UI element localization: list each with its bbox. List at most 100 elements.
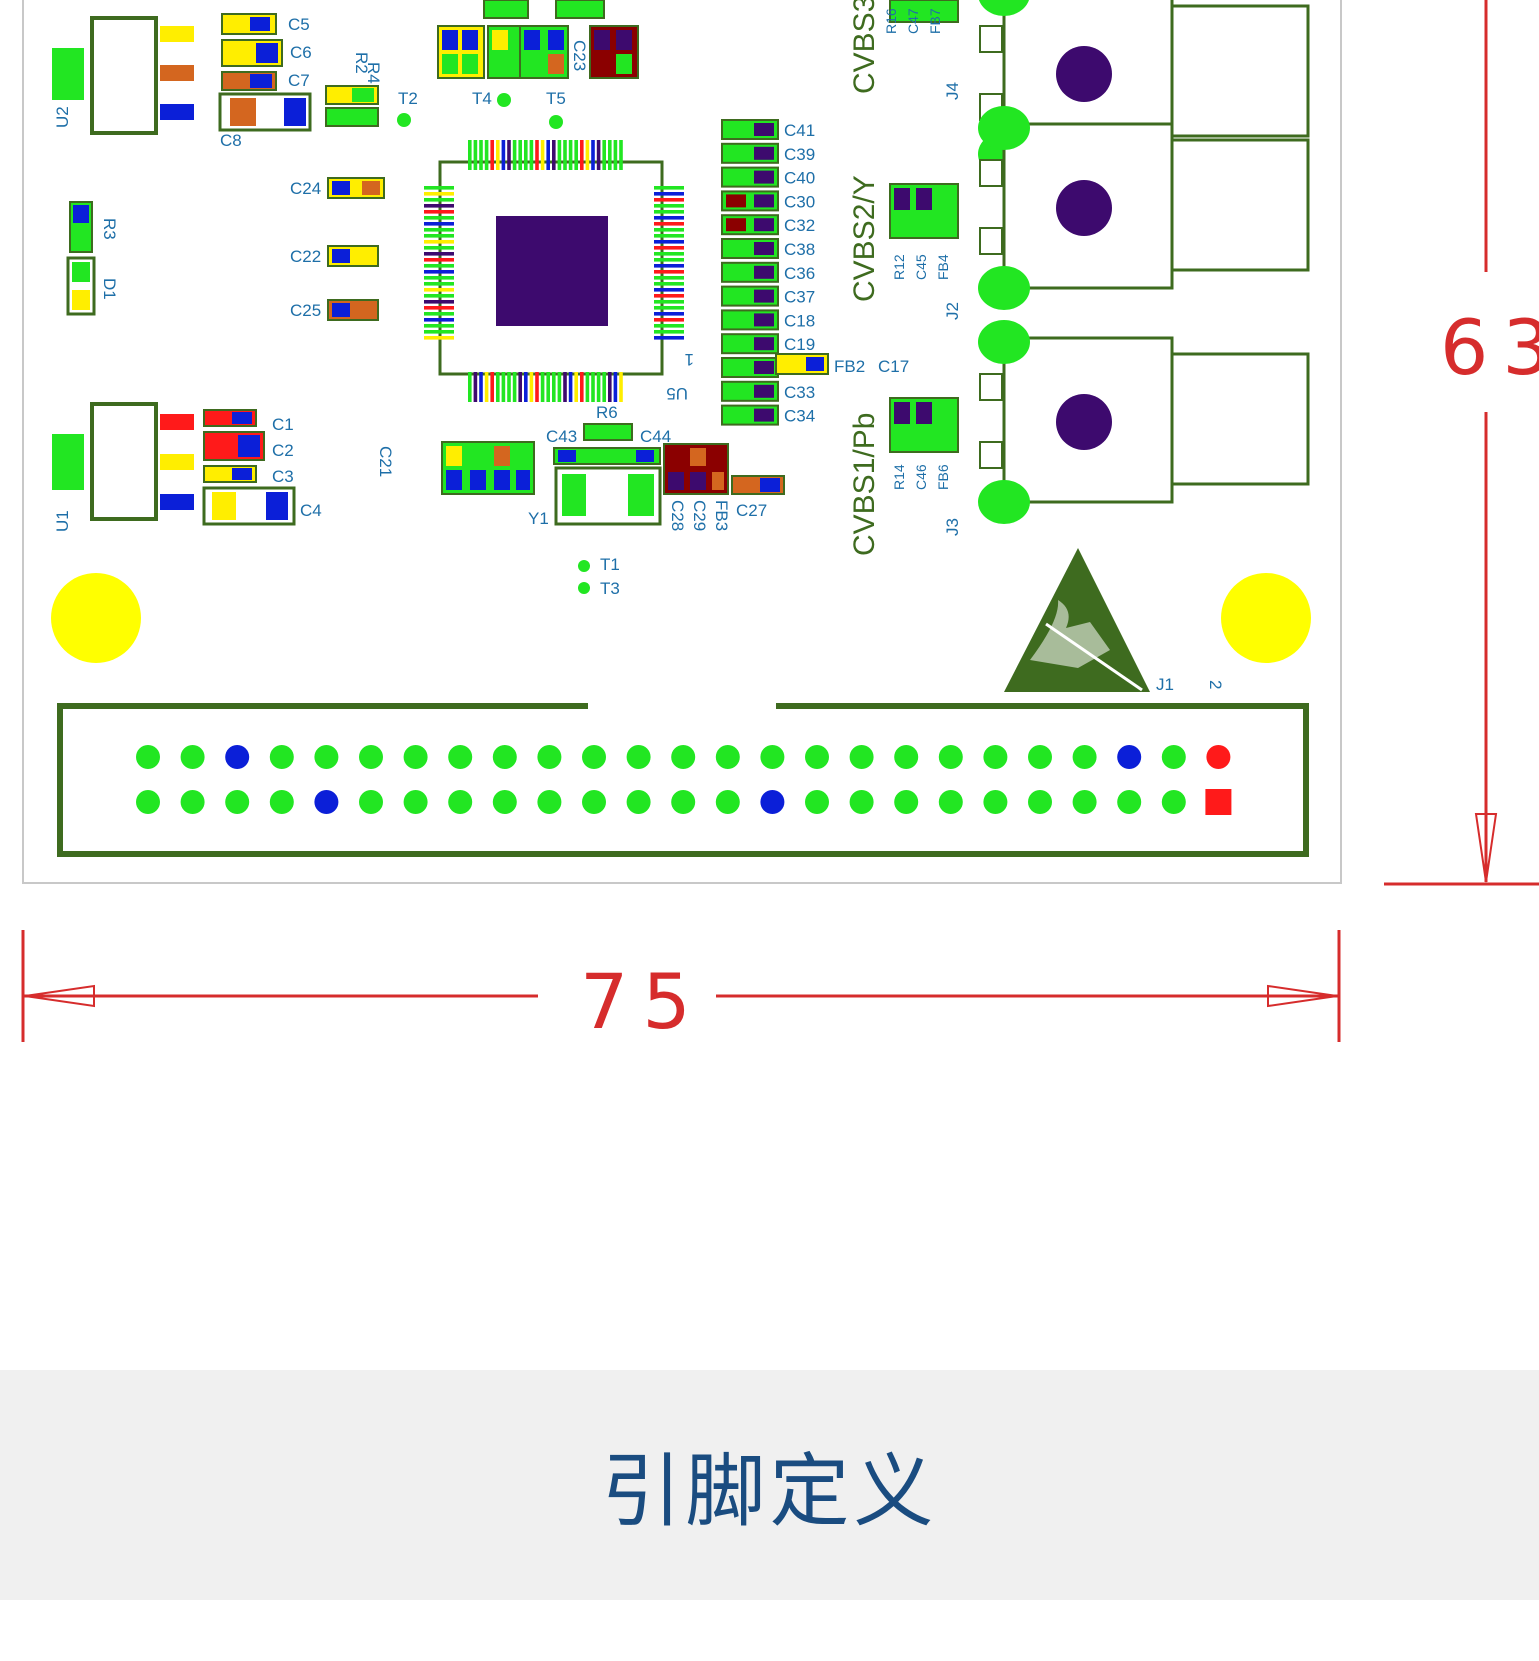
label-c33: C33 xyxy=(784,383,815,402)
mounting-hole-right xyxy=(1221,573,1311,663)
header-pin-bottom-21 xyxy=(1028,790,1052,814)
header-pin-bottom-19 xyxy=(938,790,963,814)
rc-blocks: R16 C47 FB7 R12 C45 FB4 R14 C46 FB6 J4 J… xyxy=(883,0,962,536)
header-pin-top-25 xyxy=(1206,745,1231,769)
header-pin-bottom-15 xyxy=(760,790,785,814)
header-pin-top-2 xyxy=(180,745,205,769)
header-pin-top-8 xyxy=(448,745,473,769)
label-r6: R6 xyxy=(596,403,618,422)
label-t1: T1 xyxy=(600,555,620,574)
label-c21: C21 xyxy=(376,446,395,477)
header-pin-bottom-9 xyxy=(492,790,517,814)
label-c2: C2 xyxy=(272,441,294,460)
label-c43: C43 xyxy=(546,427,577,446)
dimension-height: 63 xyxy=(1384,0,1539,886)
header-pin-top-13 xyxy=(671,745,696,769)
label-t4: T4 xyxy=(472,89,492,108)
label-u5: U5 xyxy=(666,384,688,403)
header-pin-top-11 xyxy=(582,745,606,769)
header-pin-top-17 xyxy=(849,745,874,769)
header-pin-bottom-3 xyxy=(225,790,250,814)
header-pin-top-24 xyxy=(1161,745,1186,769)
label-j2: J2 xyxy=(943,302,962,320)
label-t5: T5 xyxy=(546,89,566,108)
label-r16: R16 xyxy=(883,8,899,34)
header-pin-1 xyxy=(1205,789,1232,815)
label-cvbs3: CVBS3 xyxy=(848,0,881,94)
header-pin-top-20 xyxy=(983,745,1008,769)
label-c3: C3 xyxy=(272,467,294,486)
label-c27: C27 xyxy=(736,501,767,520)
header-pin-top-3 xyxy=(225,745,250,769)
label-c32: C32 xyxy=(784,216,815,235)
label-c24: C24 xyxy=(290,179,321,198)
header-pin-bottom-14 xyxy=(715,790,740,814)
label-c1: C1 xyxy=(272,415,294,434)
header-pin-top-23 xyxy=(1117,745,1142,769)
label-r2: R2 xyxy=(352,52,371,74)
label-j1: J1 xyxy=(1156,675,1174,694)
label-cvbs2: CVBS2/Y xyxy=(848,175,881,302)
caps-top-middle: C23 T4 T5 xyxy=(437,0,639,129)
header-pin-bottom-7 xyxy=(403,790,428,814)
label-r14: R14 xyxy=(891,464,907,490)
label-c23: C23 xyxy=(570,40,589,71)
label-pin1: 1 xyxy=(685,350,694,369)
header-pin-bottom-12 xyxy=(626,790,651,814)
label-c37: C37 xyxy=(784,288,815,307)
header-pin-top-14 xyxy=(715,745,740,769)
label-fb4: FB4 xyxy=(935,254,951,280)
bottom-mid-parts: C21 R6 C43 C44 Y1 C28 C29 FB3 C27 T1 T3 xyxy=(376,403,785,598)
header-pin-bottom-2 xyxy=(180,790,205,814)
label-pin2: 2 xyxy=(1206,680,1225,689)
header-pin-bottom-20 xyxy=(983,790,1008,814)
label-c19: C19 xyxy=(784,335,815,354)
label-j3: J3 xyxy=(943,518,962,536)
label-fb7: FB7 xyxy=(927,8,943,34)
regulator-u1: U1 C1 C2 C3 C4 xyxy=(52,402,322,532)
header-pin-top-7 xyxy=(403,745,428,769)
header-pin-top-4 xyxy=(269,745,294,769)
label-fb6: FB6 xyxy=(935,464,951,490)
label-t3: T3 xyxy=(600,579,620,598)
regulator-u2: U2 xyxy=(52,16,194,135)
label-c28: C28 xyxy=(668,500,687,531)
label-c5: C5 xyxy=(288,15,310,34)
header-pin-bottom-24 xyxy=(1161,790,1186,814)
label-t2: T2 xyxy=(398,89,418,108)
caps-c24-c22-c25: C24 C22 C25 xyxy=(290,177,385,321)
label-c46: C46 xyxy=(913,464,929,490)
rca-center-pin-1 xyxy=(1056,180,1112,236)
mounting-hole-left xyxy=(51,573,141,663)
header-pin-bottom-8 xyxy=(448,790,473,814)
label-c30: C30 xyxy=(784,192,815,211)
label-c44: C44 xyxy=(640,427,671,446)
section-title: 引脚定义 xyxy=(601,1445,938,1538)
pcb-layout-diagram: U2 C5 C6 C7 C8 R2 R4 T2 C23 xyxy=(21,0,1539,1046)
header-pin-top-22 xyxy=(1072,745,1097,769)
header-connector-j1 xyxy=(57,703,1309,857)
resistors-r2-r4: R2 R4 T2 xyxy=(325,52,418,127)
label-r3: R3 xyxy=(100,218,119,240)
header-pin-top-6 xyxy=(359,745,383,769)
label-c4: C4 xyxy=(300,501,322,520)
esd-warning-logo: J1 2 xyxy=(1004,548,1225,694)
header-pin-top-1 xyxy=(136,745,160,769)
label-d1: D1 xyxy=(100,278,119,300)
label-c40: C40 xyxy=(784,169,815,188)
dimension-width: 75 xyxy=(21,930,1341,1046)
label-r12: R12 xyxy=(891,254,907,280)
header-pin-top-15 xyxy=(760,745,785,769)
label-c34: C34 xyxy=(784,407,815,426)
label-j4: J4 xyxy=(943,82,962,100)
label-c41: C41 xyxy=(784,121,815,140)
rca-center-pin-0 xyxy=(1056,46,1112,102)
label-c38: C38 xyxy=(784,240,815,259)
label-y1: Y1 xyxy=(528,509,549,528)
header-pin-top-16 xyxy=(805,745,829,769)
label-c22: C22 xyxy=(290,247,321,266)
label-c39: C39 xyxy=(784,145,815,164)
label-fb3: FB3 xyxy=(712,500,731,531)
caps-c5-c7: C5 C6 C7 C8 xyxy=(218,13,312,150)
section-header: 引脚定义 xyxy=(0,1370,1539,1600)
